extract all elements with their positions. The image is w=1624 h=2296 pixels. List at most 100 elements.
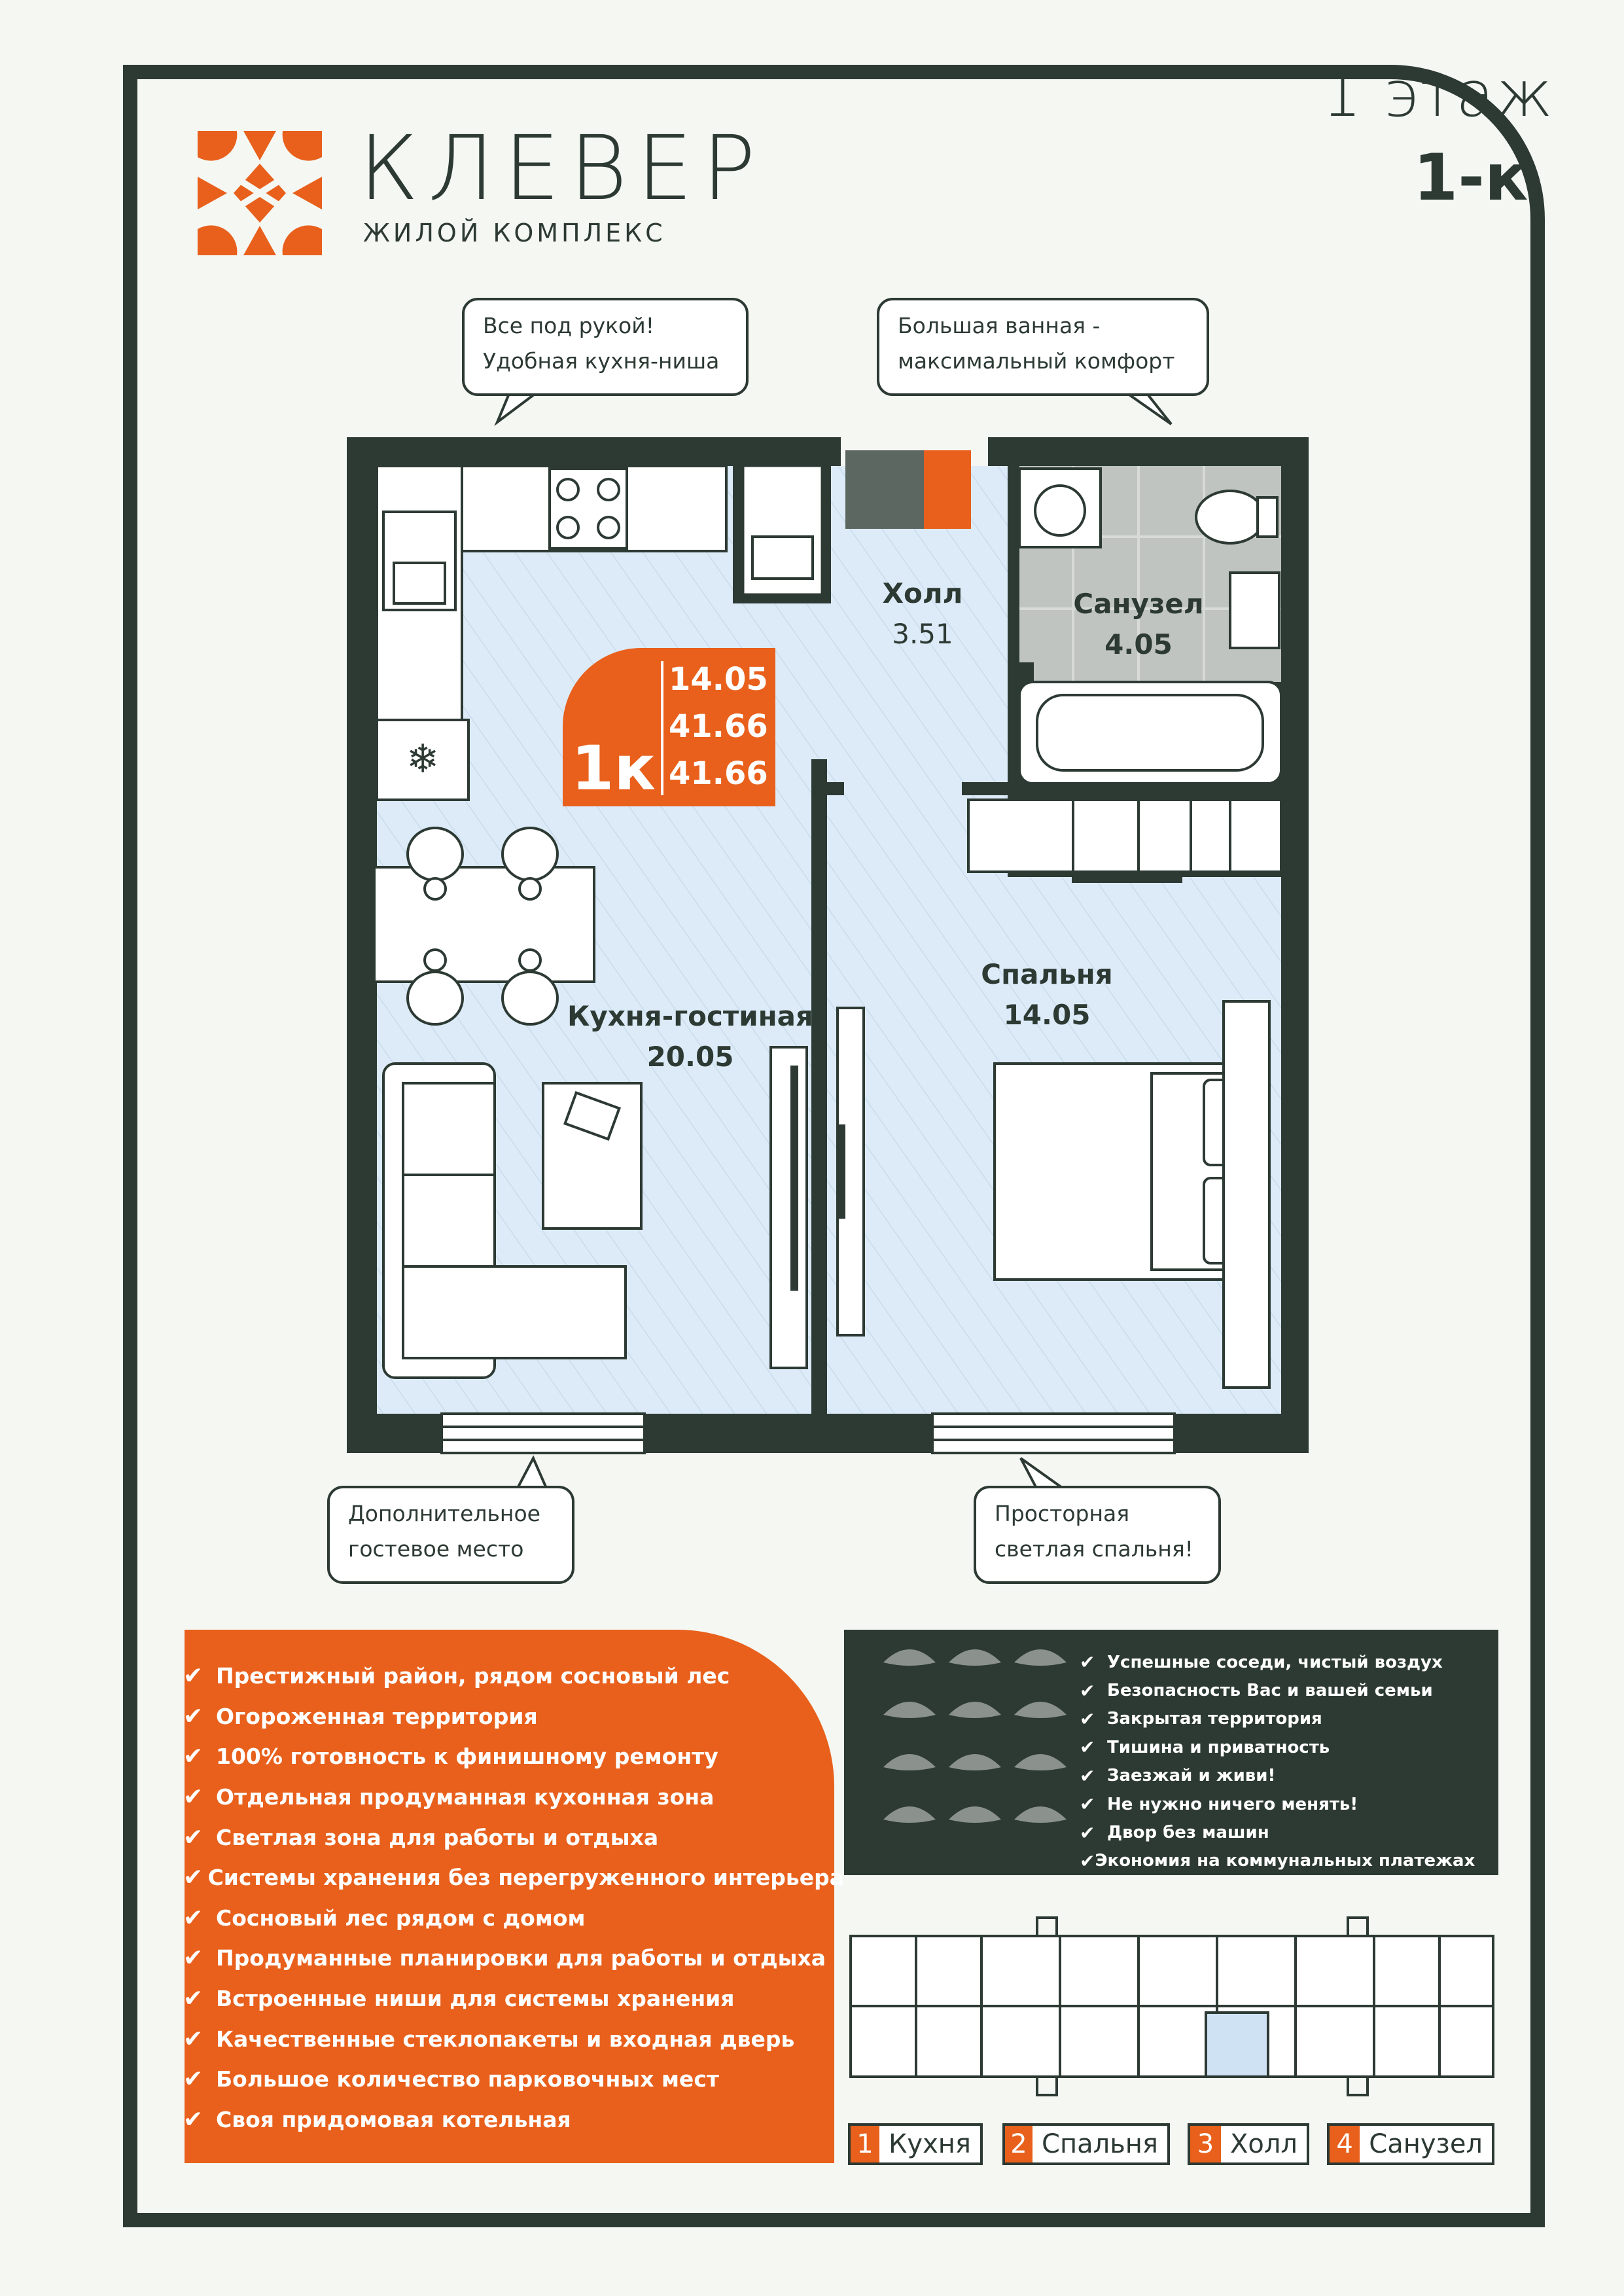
room-name: Санузел xyxy=(1073,588,1204,620)
check-icon: ✔ xyxy=(183,1904,203,1931)
legend-number: 4 xyxy=(1330,2126,1360,2162)
check-icon: ✔ xyxy=(183,2106,203,2133)
features-panel xyxy=(185,1630,834,2163)
callout-line: гостевое место xyxy=(348,1536,524,1562)
list-item: ✔Огороженная территория xyxy=(183,1702,538,1730)
room-label-bathroom: Санузел 4.05 xyxy=(1047,584,1230,665)
check-icon: ✔ xyxy=(1080,1821,1095,1844)
list-item: ✔Заезжай и живи! xyxy=(1080,1765,1276,1787)
building-floor-plan xyxy=(849,1916,1494,2096)
page-frame xyxy=(123,65,1545,2227)
callout-guest: Дополнительное гостевое место xyxy=(327,1486,574,1584)
callout-line: светлая спальня! xyxy=(995,1536,1193,1562)
floor-plan: ❄ xyxy=(347,437,1309,1454)
callout-line: Дополнительное xyxy=(348,1501,540,1526)
legend-item-bathroom: 4 Санузел xyxy=(1327,2123,1494,2165)
list-item: ✔Успешные соседи, чистый воздух xyxy=(1080,1651,1443,1674)
list-item: ✔100% готовность к финишному ремонту xyxy=(183,1743,718,1770)
check-icon: ✔ xyxy=(183,1864,203,1892)
callout-line: Все под рукой! xyxy=(483,313,654,338)
check-icon: ✔ xyxy=(183,2066,203,2093)
selected-apartment xyxy=(1205,2011,1269,2078)
list-item: ✔Большое количество парковочных мест xyxy=(183,2066,720,2093)
room-area: 4.05 xyxy=(1104,628,1173,660)
legend-label: Кухня xyxy=(889,2129,971,2159)
check-icon: ✔ xyxy=(183,1662,203,1690)
area-badge xyxy=(563,648,775,806)
leaf-pattern xyxy=(883,1649,1067,1823)
list-item: ✔Двор без машин xyxy=(1080,1821,1269,1844)
brand-name: КЛЕВЕР xyxy=(359,117,765,221)
legend-item-kitchen: 1 Кухня xyxy=(848,2123,983,2165)
callout-line: Удобная кухня-ниша xyxy=(483,348,720,374)
features-list: ✔Престижный район, рядом сосновый лес ✔О… xyxy=(183,1656,844,2140)
badge-value: 14.05 xyxy=(669,661,768,698)
legend-label: Спальня xyxy=(1042,2129,1158,2159)
dining-table xyxy=(373,866,595,983)
check-icon: ✔ xyxy=(183,1985,203,2013)
floor-number: 1 этаж xyxy=(1322,58,1554,131)
badge-value: 41.66 xyxy=(669,708,768,745)
clover-logo-icon xyxy=(198,131,322,255)
advantages-list: ✔Успешные соседи, чистый воздух ✔Безопас… xyxy=(1080,1648,1475,1875)
check-icon: ✔ xyxy=(183,1784,203,1811)
list-item: ✔Качественные стеклопакеты и входная две… xyxy=(183,2025,795,2053)
callout-line: максимальный комфорт xyxy=(898,348,1175,374)
check-icon: ✔ xyxy=(1080,1793,1095,1816)
fridge-icon xyxy=(376,719,470,801)
legend-label: Санузел xyxy=(1369,2129,1483,2159)
list-item: ✔Системы хранения без перегруженного инт… xyxy=(183,1864,844,1892)
callout-line: Большая ванная - xyxy=(898,313,1101,338)
washbasin-icon xyxy=(1229,571,1280,649)
check-icon: ✔ xyxy=(183,1702,203,1730)
check-icon: ✔ xyxy=(183,1823,203,1851)
list-item: ✔Безопасность Вас и вашей семьи xyxy=(1080,1679,1433,1702)
list-item: ✔Престижный район, рядом сосновый лес xyxy=(183,1662,730,1690)
hall-wardrobe xyxy=(967,798,1282,873)
toilet-icon xyxy=(1195,490,1265,545)
room-label-hall: Холл 3.51 xyxy=(844,573,1001,655)
callout-bedroom: Просторная светлая спальня! xyxy=(974,1486,1221,1584)
check-icon: ✔ xyxy=(183,1743,203,1770)
list-item: ✔Сосновый лес рядом с домом xyxy=(183,1904,586,1931)
legend-item-hall: 3 Холл xyxy=(1188,2123,1309,2165)
room-area: 20.05 xyxy=(646,1041,734,1073)
list-item: ✔Светлая зона для работы и отдыха xyxy=(183,1823,659,1851)
list-item: ✔Отдельная продуманная кухонная зона xyxy=(183,1784,715,1811)
tv-stand xyxy=(769,1046,808,1369)
check-icon: ✔ xyxy=(1080,1850,1095,1872)
check-icon: ✔ xyxy=(1080,1708,1095,1730)
window xyxy=(440,1412,1176,1454)
room-label-bedroom: Спальня 14.05 xyxy=(949,954,1145,1035)
room-name: Холл xyxy=(882,577,963,609)
check-icon: ✔ xyxy=(1080,1651,1095,1674)
callout-bathroom: Большая ванная - максимальный комфорт xyxy=(877,298,1209,396)
badge-label: 1к xyxy=(571,733,656,804)
list-item: ✔Продуманные планировки для работы и отд… xyxy=(183,1945,826,1972)
room-area: 14.05 xyxy=(1003,999,1091,1031)
legend-label: Холл xyxy=(1229,2129,1297,2159)
check-icon: ✔ xyxy=(1080,1679,1095,1702)
legend-number: 1 xyxy=(851,2126,880,2162)
legend-item-bedroom: 2 Спальня xyxy=(1002,2123,1170,2165)
brand-subtitle: ЖИЛОЙ КОМПЛЕКС xyxy=(363,219,666,247)
list-item: ✔Закрытая территория xyxy=(1080,1708,1322,1730)
hall-rug xyxy=(845,450,971,529)
check-icon: ✔ xyxy=(1080,1736,1095,1759)
legend-number: 3 xyxy=(1190,2126,1221,2162)
callout-line: Просторная xyxy=(995,1501,1130,1526)
check-icon: ✔ xyxy=(1080,1765,1095,1787)
room-area: 3.51 xyxy=(892,618,953,650)
room-label-kitchen-living: Кухня-гостиная 20.05 xyxy=(556,996,824,1077)
svg-text:❄: ❄ xyxy=(406,736,439,782)
advantages-panel xyxy=(844,1630,1498,1875)
room-name: Кухня-гостиная xyxy=(567,1000,813,1032)
list-item: ✔Тишина и приватность xyxy=(1080,1736,1330,1759)
room-name: Спальня xyxy=(981,958,1113,990)
check-icon: ✔ xyxy=(183,2025,203,2053)
callout-kitchen: Все под рукой! Удобная кухня-ниша xyxy=(462,298,749,396)
list-item: ✔Встроенные ниши для системы хранения xyxy=(183,1985,735,2013)
list-item: ✔Своя придомовая котельная xyxy=(183,2106,571,2133)
apartment-type: 1-к xyxy=(1413,141,1528,215)
